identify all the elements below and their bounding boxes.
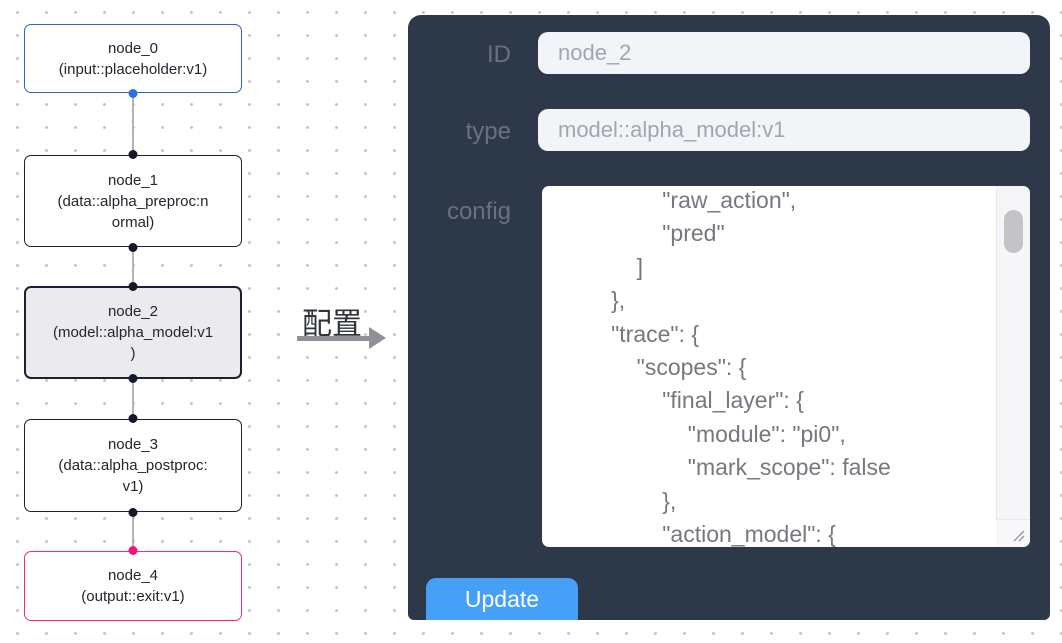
connection-handle-icon[interactable]: [128, 546, 138, 555]
edge-connector: [132, 379, 134, 419]
edge-connector: [132, 247, 134, 286]
resize-corner[interactable]: [996, 519, 1030, 547]
node-label: node_4 (output::exit:v1): [81, 567, 185, 605]
update-button[interactable]: Update: [426, 578, 578, 620]
config-arrow-label: 配置: [302, 308, 362, 341]
right-arrow-head-icon: [369, 327, 386, 349]
id-label: ID: [487, 41, 511, 68]
flow-node-node_2[interactable]: node_2 (model::alpha_model:v1 ): [24, 282, 242, 383]
config-scrollbar[interactable]: [996, 186, 1030, 547]
type-input[interactable]: [538, 109, 1030, 151]
edge-connector: [132, 512, 134, 551]
connection-handle-icon[interactable]: [128, 282, 138, 291]
config-label: config: [446, 198, 511, 225]
flow-node-node_1[interactable]: node_1 (data::alpha_preproc:n ormal): [24, 150, 242, 252]
scrollbar-thumb[interactable]: [1004, 210, 1023, 253]
config-json-text[interactable]: "raw_action", "pred" ] }, "trace": { "sc…: [611, 187, 891, 547]
node-label: node_1 (data::alpha_preproc:n ormal): [57, 171, 209, 231]
connection-handle-icon[interactable]: [128, 150, 138, 159]
node-label: node_2 (model::alpha_model:v1 ): [52, 303, 214, 362]
connection-handle-icon[interactable]: [128, 243, 138, 252]
config-editor[interactable]: "raw_action", "pred" ] }, "trace": { "sc…: [542, 186, 1030, 547]
flow-node-node_3[interactable]: node_3 (data::alpha_postproc: v1): [24, 414, 242, 517]
config-panel: ID type config "raw_action", "pred" ] },…: [408, 15, 1050, 620]
right-arrow-icon: [297, 336, 371, 341]
node-label: node_0 (input::placeholder:v1): [58, 39, 208, 78]
node-label: node_3 (data::alpha_postproc: v1): [58, 436, 208, 495]
connection-handle-icon[interactable]: [128, 89, 138, 98]
resize-handle-icon: [1013, 530, 1025, 542]
edge-connector: [132, 93, 134, 155]
connection-handle-icon[interactable]: [128, 374, 138, 383]
flow-node-node_0[interactable]: node_0 (input::placeholder:v1): [24, 24, 242, 98]
flow-node-node_4[interactable]: node_4 (output::exit:v1): [24, 546, 242, 621]
id-input[interactable]: [538, 32, 1030, 74]
connection-handle-icon[interactable]: [128, 414, 138, 423]
type-label: type: [465, 118, 511, 145]
connection-handle-icon[interactable]: [128, 508, 138, 517]
